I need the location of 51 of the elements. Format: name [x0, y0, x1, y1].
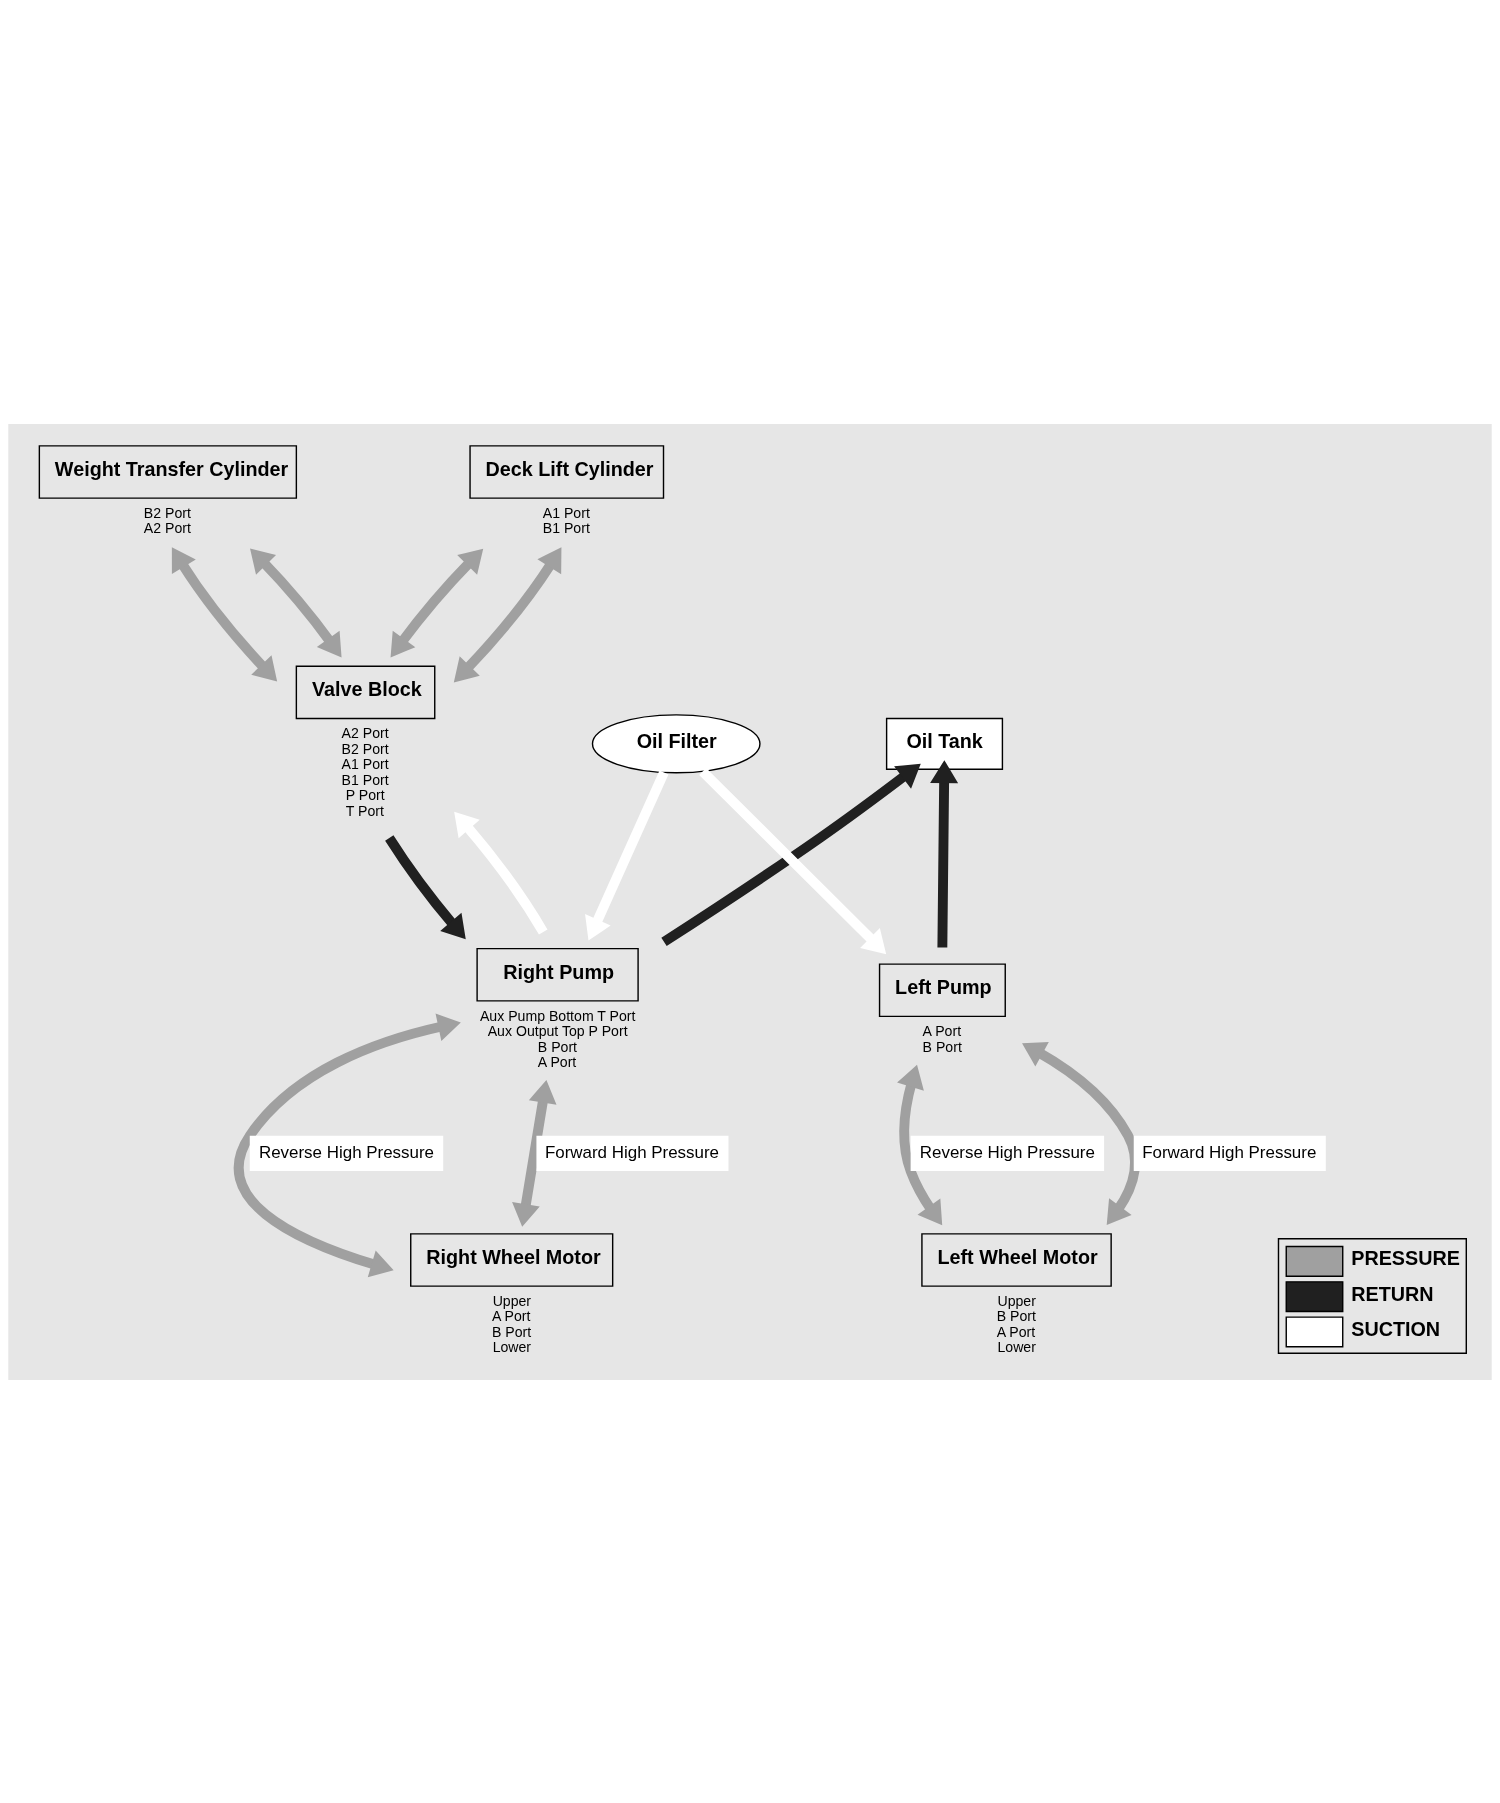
node-label: Upper: [492, 1292, 532, 1309]
node-box: Valve Block: [295, 664, 436, 719]
node-label: Lower: [492, 1338, 532, 1355]
arrow: [512, 1079, 557, 1227]
node-label: B2 Port: [341, 740, 389, 757]
edge-label: Reverse High Pressure: [258, 1142, 435, 1162]
node-box: Right Pump: [476, 947, 639, 1002]
node-label: P Port: [345, 786, 385, 803]
node-label: Lower: [997, 1338, 1036, 1355]
node-label: A1 Port: [341, 755, 389, 772]
arrow: [390, 548, 484, 657]
node-label: A Port: [996, 1323, 1036, 1340]
node-label: A2 Port: [143, 519, 191, 536]
node-label: B1 Port: [341, 771, 389, 788]
node-label: A Port: [922, 1022, 962, 1039]
edge-label: Forward High Pressure: [1142, 1142, 1317, 1162]
node-box: Weight Transfer Cylinder: [38, 444, 298, 499]
node-label: Aux Pump Bottom T Port: [479, 1007, 636, 1024]
arrow: [233, 1013, 461, 1277]
node-box: Right Wheel Motor: [410, 1232, 614, 1287]
arrow: [585, 770, 669, 941]
node-box: Oil Tank: [885, 717, 1004, 770]
legend-label: PRESSURE: [1351, 1246, 1460, 1269]
arrow: [930, 759, 959, 948]
edge-label: Reverse High Pressure: [919, 1142, 1095, 1162]
arrow: [171, 546, 278, 682]
node-ellipse: Oil Filter: [591, 713, 761, 773]
node-label: Upper: [997, 1292, 1036, 1309]
node-label: B Port: [537, 1038, 578, 1055]
arrow: [1022, 1041, 1140, 1225]
legend-label: RETURN: [1351, 1282, 1434, 1304]
legend-label: SUCTION: [1351, 1317, 1441, 1340]
node-label: B1 Port: [542, 519, 590, 536]
node-label: B Port: [922, 1038, 962, 1055]
node-label: T Port: [345, 802, 384, 819]
node-label: B Port: [491, 1323, 532, 1340]
arrow: [454, 811, 548, 935]
node-box: Deck Lift Cylinder: [469, 444, 665, 499]
node-box: Left Wheel Motor: [921, 1232, 1112, 1287]
node-label: B2 Port: [143, 504, 191, 521]
node-label: A1 Port: [542, 504, 590, 521]
node-label: A2 Port: [341, 724, 389, 741]
edge-label: Forward High Pressure: [544, 1142, 720, 1162]
arrow: [661, 763, 921, 946]
arrow: [250, 548, 342, 657]
arrow: [897, 1064, 943, 1225]
arrow: [699, 767, 887, 954]
node-label: A Port: [537, 1053, 577, 1070]
node-box: Left Pump: [878, 962, 1006, 1017]
arrow: [385, 834, 466, 939]
arrow: [453, 546, 562, 682]
